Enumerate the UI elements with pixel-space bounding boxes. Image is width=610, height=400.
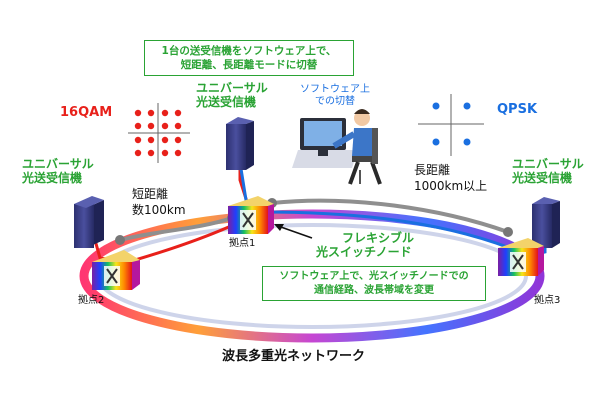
- software-switch-line2: での切替: [315, 95, 355, 107]
- transceiver-label-left-line2: 光送受信機: [22, 170, 83, 185]
- switch-node-1: [228, 196, 274, 234]
- transceiver-label-left: ユニバーサル 光送受信機: [22, 157, 94, 186]
- qpsk-constellation: [418, 94, 484, 156]
- transceiver-label-right: ユニバーサル 光送受信機: [512, 157, 584, 186]
- switch-node-3: [498, 238, 544, 276]
- transceiver-label-right-line1: ユニバーサル: [512, 157, 584, 171]
- software-switch-line1: ソフトウェア上: [300, 84, 370, 95]
- qam16-constellation: [128, 103, 190, 163]
- distance-short-label: 短距離 数100km: [132, 186, 186, 218]
- flex-switch-arrow: [274, 224, 313, 239]
- operator-illustration: [292, 109, 382, 185]
- switch-node-2: [92, 250, 140, 290]
- distance-long-label: 長距離 1000km以上: [414, 162, 487, 194]
- node-label-1: 拠点1: [229, 238, 256, 249]
- flex-switch-line2: 光スイッチノード: [316, 244, 412, 259]
- transceiver-label-center: ユニバーサル 光送受信機: [196, 81, 268, 110]
- distance-long-line1: 長距離: [414, 163, 451, 177]
- modulation-16qam: 16QAM: [60, 105, 113, 120]
- server-center: [226, 117, 254, 170]
- transceiver-label-left-line1: ユニバーサル: [22, 157, 94, 171]
- server-left: [74, 196, 104, 248]
- top-note-line2: 短距離、長距離モードに切替: [180, 59, 318, 72]
- top-note-line1: 1台の送受信機をソフトウェア上で、: [161, 45, 337, 57]
- distance-short-line1: 短距離: [132, 187, 169, 201]
- distance-short-line2: 数100km: [132, 203, 186, 218]
- transceiver-label-center-line2: 光送受信機: [196, 94, 257, 109]
- software-switch-label: ソフトウェア上 での切替: [300, 84, 370, 107]
- server-right: [532, 197, 560, 248]
- node-label-2: 拠点2: [78, 295, 105, 306]
- transceiver-label-center-line1: ユニバーサル: [196, 81, 268, 95]
- modulation-qpsk: QPSK: [497, 102, 538, 117]
- transceiver-label-right-line2: 光送受信機: [512, 170, 573, 185]
- flex-switch-line1: フレキシブル: [342, 231, 415, 245]
- top-note-box: 1台の送受信機をソフトウェア上で、 短距離、長距離モードに切替: [144, 40, 354, 77]
- caption: 波長多重光ネットワーク: [222, 349, 366, 364]
- bottom-note-box: ソフトウェア上で、光スイッチノードでの 通信経路、波長帯域を変更: [262, 266, 486, 301]
- bottom-note-line1: ソフトウェア上で、光スイッチノードでの: [279, 271, 469, 282]
- node-label-3: 拠点3: [534, 295, 561, 306]
- distance-long-line2: 1000km以上: [414, 179, 488, 194]
- bottom-note-line2: 通信経路、波長帯域を変更: [314, 284, 434, 296]
- flex-switch-label: フレキシブル 光スイッチノード: [316, 231, 415, 260]
